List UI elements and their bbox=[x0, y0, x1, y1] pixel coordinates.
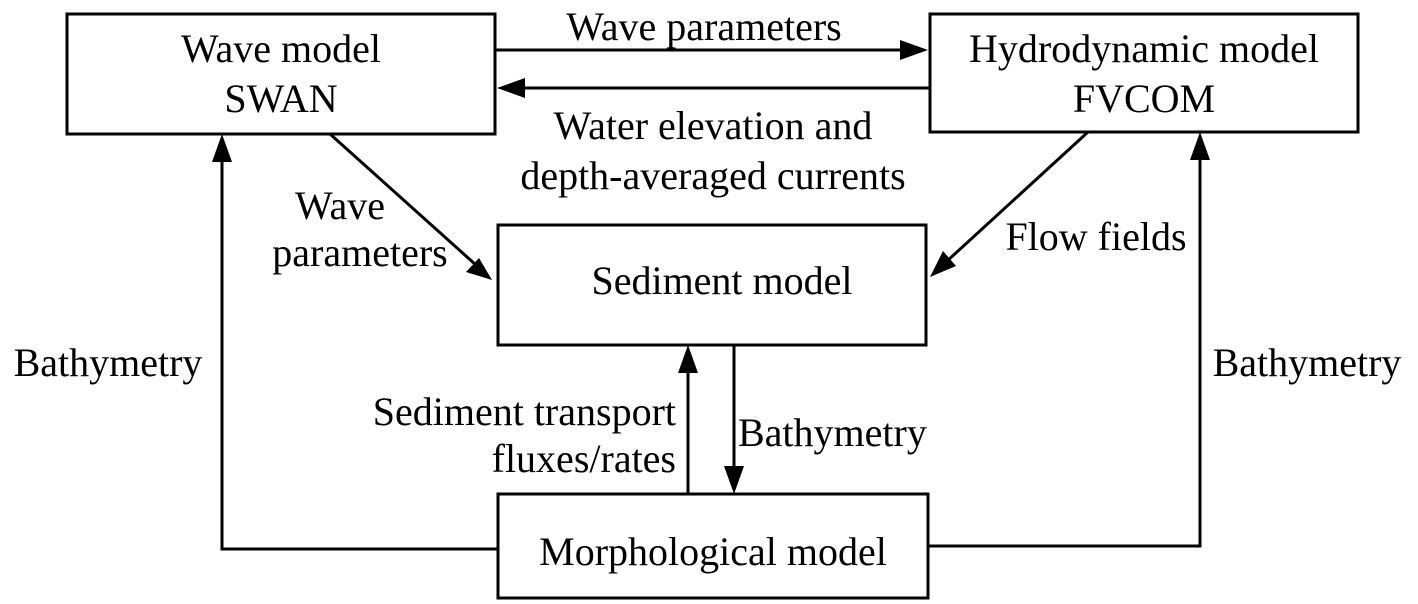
label-flow-fields: Flow fields bbox=[1005, 214, 1186, 259]
arrowhead-diagonal-down-right bbox=[466, 258, 492, 280]
arrow-morpho-to-sediment bbox=[678, 345, 698, 494]
arrow-hydro-to-sediment bbox=[930, 130, 1090, 277]
hydrodynamic-model-subtitle: FVCOM bbox=[1073, 76, 1215, 121]
arrowhead-up bbox=[212, 134, 232, 162]
arrowhead-up bbox=[1190, 132, 1210, 160]
sediment-model-rect bbox=[496, 223, 928, 347]
hydrodynamic-model-title: Hydrodynamic model bbox=[969, 26, 1319, 71]
arrowhead-up bbox=[678, 345, 698, 373]
arrowhead-left bbox=[497, 78, 525, 98]
morphological-model-box: Morphological model bbox=[496, 492, 930, 600]
label-water-elevation-line1: Water elevation and bbox=[554, 103, 873, 148]
arrow-morpho-to-hydro bbox=[928, 132, 1210, 548]
label-sediment-transport-line1: Sediment transport bbox=[373, 389, 676, 434]
label-bathymetry-center: Bathymetry bbox=[738, 410, 927, 455]
arrow-sediment-to-morpho bbox=[724, 345, 744, 494]
label-sediment-transport-line2: fluxes/rates bbox=[492, 436, 676, 481]
arrowhead-down bbox=[724, 466, 744, 494]
arrow-hydro-to-wave bbox=[497, 78, 930, 98]
label-bathymetry-left: Bathymetry bbox=[14, 340, 203, 385]
hydrodynamic-model-box: Hydrodynamic model FVCOM bbox=[928, 12, 1360, 134]
sediment-model-title: Sediment model bbox=[591, 258, 852, 303]
label-wave-parameters-diag-line2: parameters bbox=[272, 230, 447, 275]
wave-model-rect bbox=[65, 12, 497, 136]
arrow-morpho-to-wave bbox=[212, 134, 498, 551]
hydrodynamic-model-rect bbox=[928, 12, 1360, 134]
morphological-model-title: Morphological model bbox=[539, 529, 887, 574]
arrowhead-right bbox=[900, 40, 928, 60]
wave-model-subtitle: SWAN bbox=[224, 76, 337, 121]
label-wave-parameters-top: Wave parameters bbox=[566, 4, 842, 49]
label-wave-parameters-diag-line1: Wave bbox=[295, 183, 385, 228]
label-water-elevation-line2: depth-averaged currents bbox=[520, 153, 905, 198]
arrow-wave-to-hydro bbox=[495, 40, 928, 60]
arrow-wave-to-sediment bbox=[328, 132, 492, 280]
sediment-model-box: Sediment model bbox=[496, 223, 928, 347]
wave-model-title: Wave model bbox=[181, 26, 381, 71]
wave-model-box: Wave model SWAN bbox=[65, 12, 497, 136]
arrowhead-diagonal-down-left bbox=[930, 251, 956, 277]
label-bathymetry-right: Bathymetry bbox=[1213, 340, 1402, 385]
